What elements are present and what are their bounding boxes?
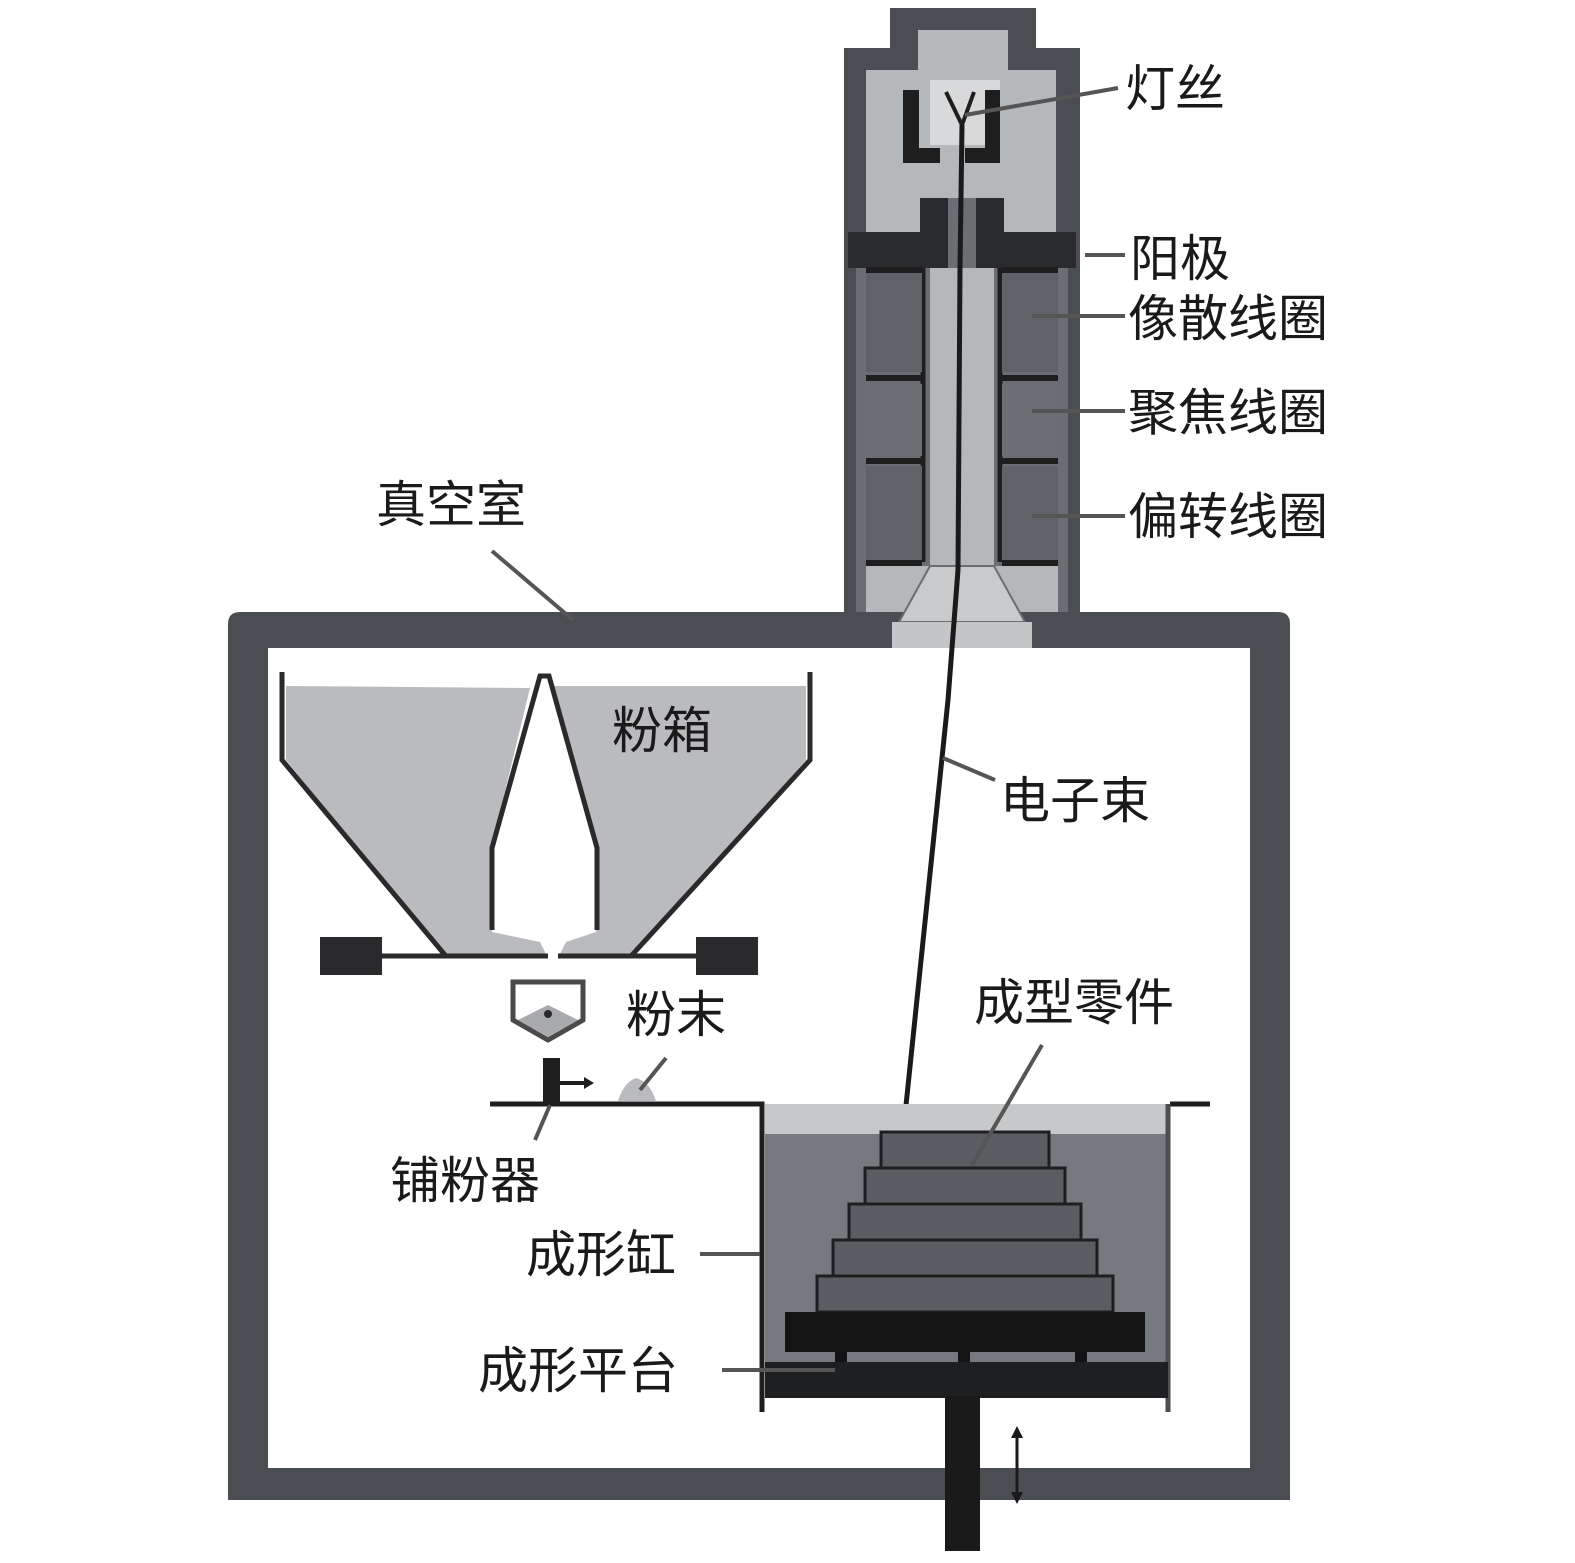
- label-deflection-coil: 偏转线圈: [1128, 488, 1328, 546]
- platform-piston-rod: [945, 1396, 980, 1551]
- cathode-holder-left: [903, 90, 940, 163]
- label-powder-spreader: 铺粉器: [390, 1152, 540, 1210]
- build-plate: [785, 1312, 1145, 1352]
- powder-pile: [618, 1078, 656, 1101]
- part-layer: [815, 1274, 1115, 1314]
- beam-port: [892, 622, 1032, 648]
- hopper-powder-right: [550, 686, 806, 958]
- astigmatism-coil-right: [1002, 272, 1058, 372]
- label-vacuum-chamber: 真空室: [376, 476, 526, 534]
- hopper-powder-left: [286, 686, 548, 958]
- label-focus-coil: 聚焦线圈: [1128, 384, 1328, 442]
- part-layer: [863, 1166, 1067, 1206]
- label-formed-part: 成型零件: [974, 974, 1174, 1032]
- label-filament: 灯丝: [1125, 60, 1225, 118]
- powder-spreader: [543, 1058, 560, 1102]
- focus-coil-left: [866, 384, 922, 456]
- platform-legs: [835, 1350, 1087, 1364]
- part-layer: [847, 1202, 1083, 1242]
- leader-electron-beam: [942, 756, 996, 782]
- formed-part: [815, 1130, 1115, 1314]
- part-layer: [831, 1238, 1099, 1278]
- build-deck-left: [490, 1101, 765, 1412]
- gate-actuator-right: [696, 937, 758, 975]
- label-build-platform: 成形平台: [478, 1342, 678, 1400]
- doser-dot: [544, 1010, 552, 1018]
- deflection-coil-left: [866, 466, 922, 562]
- build-tank: [765, 1104, 1171, 1551]
- build-platform-base: [765, 1362, 1168, 1398]
- label-build-tank: 成形缸: [526, 1226, 676, 1284]
- platform-motion-arrow: [1011, 1426, 1023, 1504]
- powder-doser: [510, 979, 586, 1043]
- powder-top-layer: [765, 1104, 1168, 1134]
- leader-filament: [964, 86, 1119, 117]
- spreader-arrow-head: [584, 1077, 594, 1089]
- leader-powder: [638, 1056, 668, 1092]
- label-powder-hopper: 粉箱: [612, 702, 712, 760]
- part-layer: [879, 1130, 1051, 1170]
- leader-vacuum-chamber: [490, 549, 575, 622]
- doser-powder: [518, 1005, 578, 1037]
- astigmatism-coil-left: [866, 272, 922, 372]
- gate-actuator-left: [320, 937, 382, 975]
- leader-formed-part: [970, 1043, 1044, 1167]
- hopper-walls: [279, 672, 813, 957]
- label-anode: 阳极: [1130, 230, 1230, 288]
- spreader-assembly: [490, 1058, 1210, 1412]
- label-electron-beam: 电子束: [1000, 772, 1150, 830]
- label-powder: 粉末: [626, 986, 726, 1044]
- coil-separators: [866, 267, 1058, 566]
- label-astigmatism-coil: 像散线圈: [1128, 290, 1328, 348]
- focus-coil-right: [1002, 384, 1058, 456]
- powder-hopper: [279, 672, 813, 975]
- cathode-holder-right: [965, 90, 1000, 163]
- electron-beam: [902, 124, 965, 1116]
- leader-lines: [490, 86, 1125, 1372]
- leader-powder-spreader: [533, 1104, 552, 1141]
